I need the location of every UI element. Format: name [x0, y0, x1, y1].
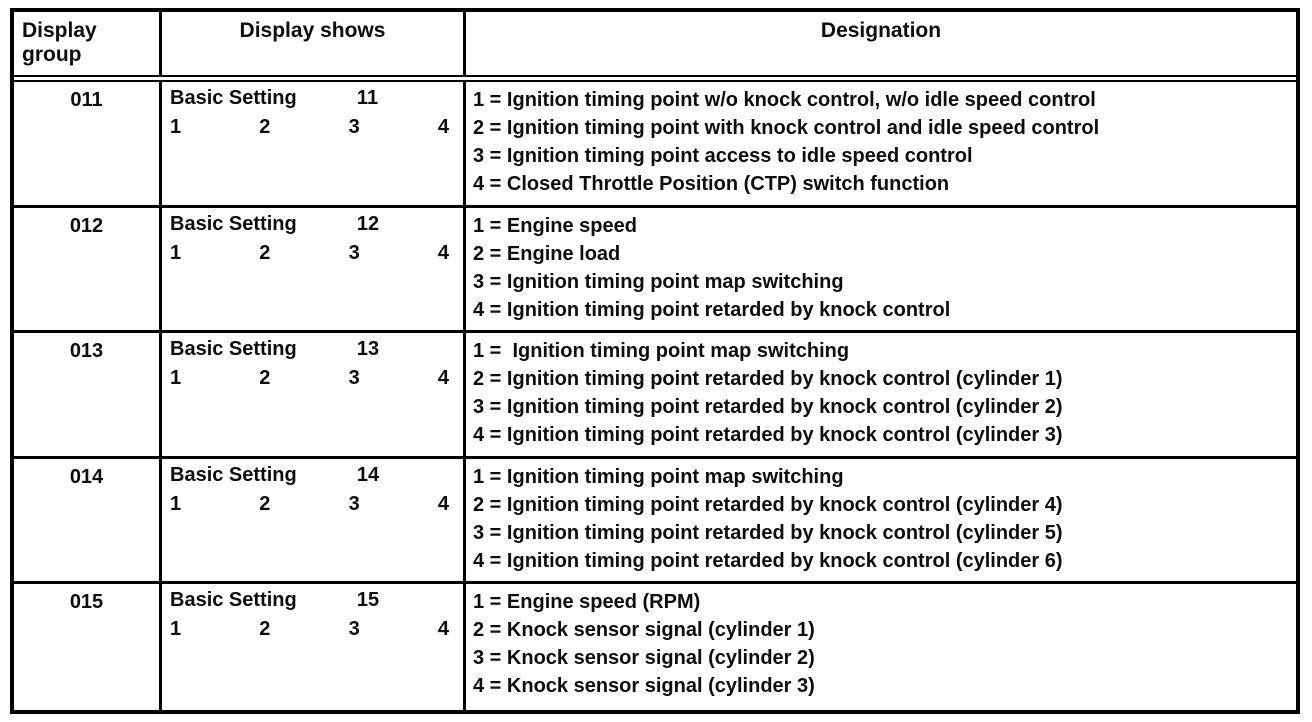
designation-cell: 1 = Ignition timing point w/o knock cont…: [466, 82, 1296, 205]
designation-line: 2 = Ignition timing point with knock con…: [473, 117, 1100, 139]
designation-line: 1 = Engine speed (RPM): [473, 591, 701, 614]
position-2: 2: [259, 241, 271, 264]
position-4: 4: [437, 367, 449, 390]
display-label: Basic Setting: [170, 87, 297, 109]
position-4: 4: [437, 116, 449, 138]
designation-line: 3 = Ignition timing point retarded by kn…: [473, 521, 1063, 544]
display-group-value: 014: [14, 458, 162, 582]
designation-line: 4 = Ignition timing point retarded by kn…: [473, 424, 1063, 447]
designation-cell: 1 = Engine speed (RPM) 2 = Knock sensor …: [466, 584, 1296, 710]
designation-line: 4 = Ignition timing point retarded by kn…: [473, 549, 1063, 572]
display-number: 15: [356, 589, 380, 612]
display-positions-line: 1 2 3 4: [170, 116, 449, 139]
display-title-line: Basic Setting 14: [170, 464, 449, 492]
display-number: 12: [356, 212, 380, 235]
display-label: Basic Setting: [170, 212, 297, 235]
position-4: 4: [437, 241, 449, 264]
display-number: 13: [356, 338, 380, 361]
table-row: 013 Basic Setting 13 1 2 3 4 1 = Ignitio…: [14, 333, 1296, 459]
position-4: 4: [437, 492, 449, 515]
display-group-value: 013: [14, 333, 162, 456]
designation-line: 2 = Knock sensor signal (cylinder 1): [473, 619, 815, 642]
designation-line: 4 = Closed Throttle Position (CTP) switc…: [473, 173, 950, 195]
display-positions-line: 1 2 3 4: [170, 493, 449, 516]
designation-line: 2 = Ignition timing point retarded by kn…: [473, 368, 1063, 391]
position-3: 3: [348, 116, 360, 138]
display-groups-table: Display group Display shows Designation …: [10, 8, 1300, 714]
display-group-value: 011: [14, 82, 162, 205]
designation-line: 2 = Engine load: [473, 242, 621, 265]
display-label: Basic Setting: [170, 589, 297, 612]
header-display-shows: Display shows: [162, 12, 466, 75]
designation-line: 1 = Ignition timing point map switching: [473, 340, 850, 363]
table-row: 011 Basic Setting 11 1 2 3 4 1 = Ignitio…: [14, 82, 1296, 208]
position-1: 1: [170, 367, 182, 390]
display-shows-cell: Basic Setting 15 1 2 3 4: [162, 584, 466, 710]
designation-line: 4 = Knock sensor signal (cylinder 3): [473, 675, 815, 698]
position-1: 1: [170, 241, 182, 264]
table-row: 014 Basic Setting 14 1 2 3 4 1 = Ignitio…: [14, 458, 1296, 585]
display-label: Basic Setting: [170, 463, 297, 486]
designation-line: 4 = Ignition timing point retarded by kn…: [473, 298, 951, 321]
table-header-row: Display group Display shows Designation: [14, 12, 1296, 82]
display-positions-line: 1 2 3 4: [170, 618, 449, 641]
display-title-line: Basic Setting 13: [170, 338, 449, 366]
designation-cell: 1 = Ignition timing point map switching …: [466, 459, 1296, 582]
table-row: 012 Basic Setting 12 1 2 3 4 1 = Engine …: [14, 207, 1296, 334]
display-shows-cell: Basic Setting 14 1 2 3 4: [162, 458, 466, 582]
display-shows-cell: Basic Setting 12 1 2 3 4: [162, 207, 466, 331]
display-shows-cell: Basic Setting 13 1 2 3 4: [162, 333, 466, 456]
designation-cell: 1 = Engine speed 2 = Engine load 3 = Ign…: [466, 208, 1296, 331]
display-group-value: 015: [14, 584, 162, 710]
designation-line: 3 = Ignition timing point access to idle…: [473, 145, 973, 167]
display-shows-cell: Basic Setting 11 1 2 3 4: [162, 82, 466, 205]
header-designation: Designation: [820, 19, 942, 42]
position-2: 2: [259, 367, 271, 390]
position-3: 3: [348, 492, 360, 515]
table-row: 015 Basic Setting 15 1 2 3 4 1 = Engine …: [14, 584, 1296, 710]
designation-line: 3 = Ignition timing point retarded by kn…: [473, 396, 1063, 419]
display-title-line: Basic Setting 12: [170, 213, 449, 241]
position-2: 2: [259, 116, 271, 138]
position-1: 1: [170, 618, 182, 641]
display-number: 14: [356, 463, 380, 486]
display-title-line: Basic Setting 11: [170, 87, 449, 115]
designation-line: 1 = Ignition timing point map switching: [473, 465, 844, 488]
designation-line: 1 = Engine speed: [473, 214, 637, 237]
position-3: 3: [348, 241, 360, 264]
display-title-line: Basic Setting 15: [170, 589, 449, 617]
designation-cell: 1 = Ignition timing point map switching …: [466, 333, 1296, 456]
display-positions-line: 1 2 3 4: [170, 367, 449, 390]
designation-line: 3 = Knock sensor signal (cylinder 2): [473, 647, 815, 670]
position-3: 3: [348, 618, 360, 641]
display-group-value: 012: [14, 207, 162, 331]
header-display-group: Display group: [14, 12, 162, 75]
position-4: 4: [437, 618, 449, 641]
display-positions-line: 1 2 3 4: [170, 242, 449, 265]
display-label: Basic Setting: [170, 338, 297, 361]
position-2: 2: [259, 618, 271, 641]
designation-line: 2 = Ignition timing point retarded by kn…: [473, 493, 1063, 516]
position-1: 1: [170, 116, 182, 138]
designation-line: 3 = Ignition timing point map switching: [473, 270, 844, 293]
position-1: 1: [170, 492, 182, 515]
designation-line: 1 = Ignition timing point w/o knock cont…: [473, 89, 1096, 111]
position-2: 2: [259, 492, 271, 515]
position-3: 3: [348, 367, 360, 390]
display-number: 11: [356, 87, 379, 109]
